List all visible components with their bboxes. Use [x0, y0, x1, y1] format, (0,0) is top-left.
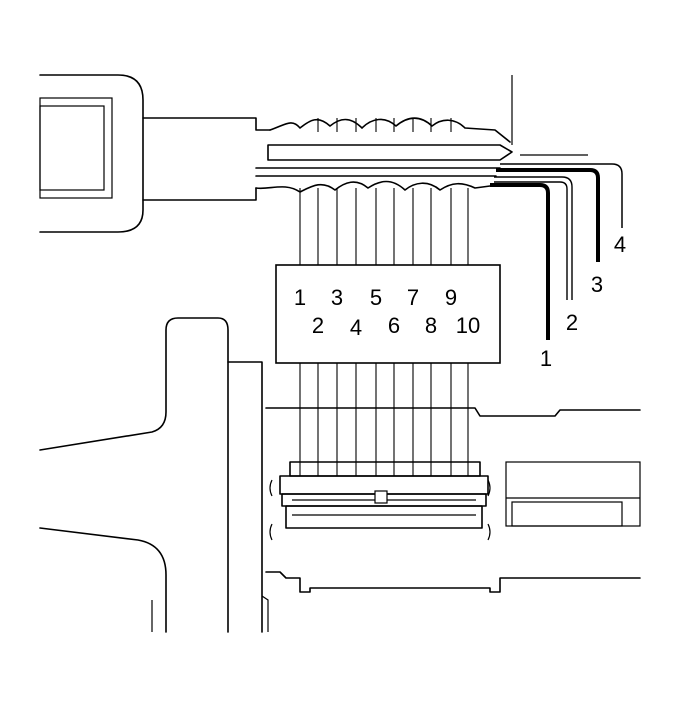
pin-label-box — [275, 264, 501, 364]
wire-label-3: 3 — [591, 272, 603, 297]
tool-handle — [39, 74, 271, 233]
pin-label-5: 5 — [370, 285, 382, 310]
wire-label-4: 4 — [614, 232, 626, 257]
terminal-ticks — [299, 462, 469, 476]
wire-label-1: 1 — [540, 346, 552, 371]
circuit-board — [261, 407, 641, 632]
pin-labels: 1 2 3 4 5 6 7 8 9 10 — [294, 285, 480, 340]
terminal-wires — [490, 163, 623, 340]
pin-label-1: 1 — [294, 285, 306, 310]
connector-terminal-strip — [269, 461, 491, 541]
pin-label-6: 6 — [388, 313, 400, 338]
pin-label-7: 7 — [407, 285, 419, 310]
tool-blade — [255, 117, 513, 193]
pin-label-4: 4 — [350, 315, 362, 340]
connector-housing — [39, 317, 263, 633]
pin-label-9: 9 — [445, 285, 457, 310]
pin-label-10: 10 — [456, 313, 480, 338]
pin-label-3: 3 — [331, 285, 343, 310]
wire-labels: 1 2 3 4 — [540, 232, 626, 371]
pin-label-2: 2 — [312, 313, 324, 338]
pin-label-8: 8 — [425, 313, 437, 338]
wire-label-2: 2 — [566, 310, 578, 335]
